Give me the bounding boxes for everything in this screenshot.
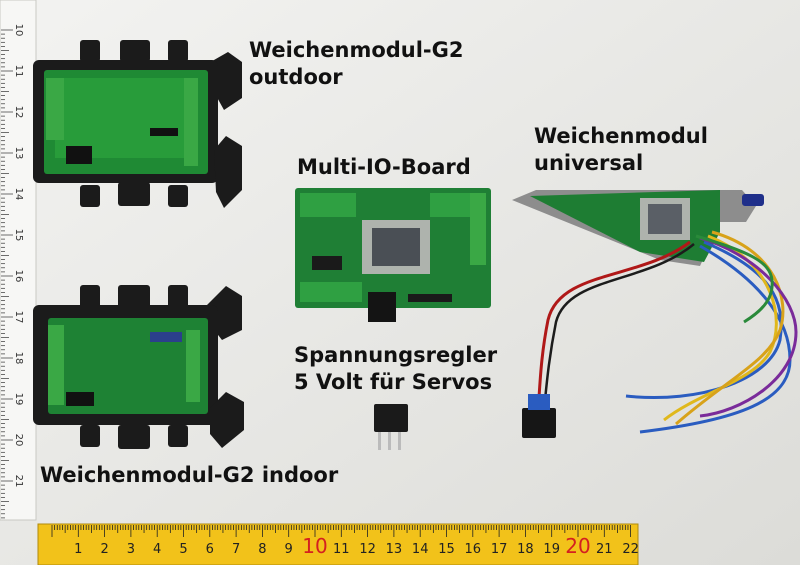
ruler-number: 1 [74,542,82,557]
caption-weichenmodul-g2-outdoor: Weichenmodul-G2 outdoor [249,37,464,91]
ruler-number: 11 [13,65,24,78]
ruler-number: 14 [412,542,429,557]
ruler-number: 15 [13,229,24,242]
caption-line: Weichenmodul-G2 [249,38,464,62]
ruler-number: 21 [13,475,24,488]
ruler-number: 3 [127,542,135,557]
caption-line: outdoor [249,65,343,89]
caption-line: universal [534,151,644,175]
ruler-number: 8 [258,542,266,557]
caption-line: 5 Volt für Servos [294,370,493,394]
ruler-number: 12 [13,106,24,119]
ruler-number: 13 [13,147,24,160]
weichenmodul-universal-photo [512,190,798,438]
ruler-number: 10 [302,534,327,558]
left-ruler: 10 11 12 13 14 15 16 17 18 19 20 21 [0,0,37,521]
ruler-number: 20 [13,434,24,447]
ruler-number: 12 [359,542,376,557]
ruler-number: 13 [386,542,403,557]
ruler-number: 6 [206,542,214,557]
ruler-number: 21 [596,542,613,557]
ruler-number: 17 [13,311,24,324]
ruler-number: 18 [13,352,24,365]
weichenmodul-g2-indoor-photo [33,285,244,449]
ruler-number: 20 [565,534,590,558]
ruler-number: 16 [465,542,482,557]
left-ruler-numbers: 10 11 12 13 14 15 16 17 18 19 20 21 [13,24,24,488]
ruler-number: 9 [285,542,293,557]
ruler-number: 2 [100,542,108,557]
ruler-number: 22 [622,542,639,557]
ruler-number: 4 [153,542,161,557]
ruler-number: 18 [517,542,534,557]
ruler-number: 11 [333,542,350,557]
spannungsregler-photo [374,404,408,450]
caption-weichenmodul-g2-indoor: Weichenmodul-G2 indoor [40,463,339,487]
caption-line: Weichenmodul [534,124,708,148]
ruler-number: 7 [232,542,240,557]
caption-weichenmodul-universal: Weichenmodul universal [534,123,708,177]
weichenmodul-g2-outdoor-photo [33,40,242,208]
left-ruler-ticks [1,29,13,519]
ruler-number: 17 [491,542,508,557]
ruler-number: 10 [13,24,24,37]
bottom-ruler-ticks [51,525,631,537]
caption-spannungsregler: Spannungsregler 5 Volt für Servos [294,342,497,396]
multi-io-board-photo [295,188,491,322]
caption-multi-io-board: Multi-IO-Board [297,155,471,179]
ruler-number: 16 [13,270,24,283]
ruler-number: 19 [543,542,560,557]
ruler-number: 15 [438,542,455,557]
ruler-number: 19 [13,393,24,406]
caption-line: Spannungsregler [294,343,498,367]
ruler-number: 14 [13,188,24,201]
ruler-number: 5 [179,542,187,557]
